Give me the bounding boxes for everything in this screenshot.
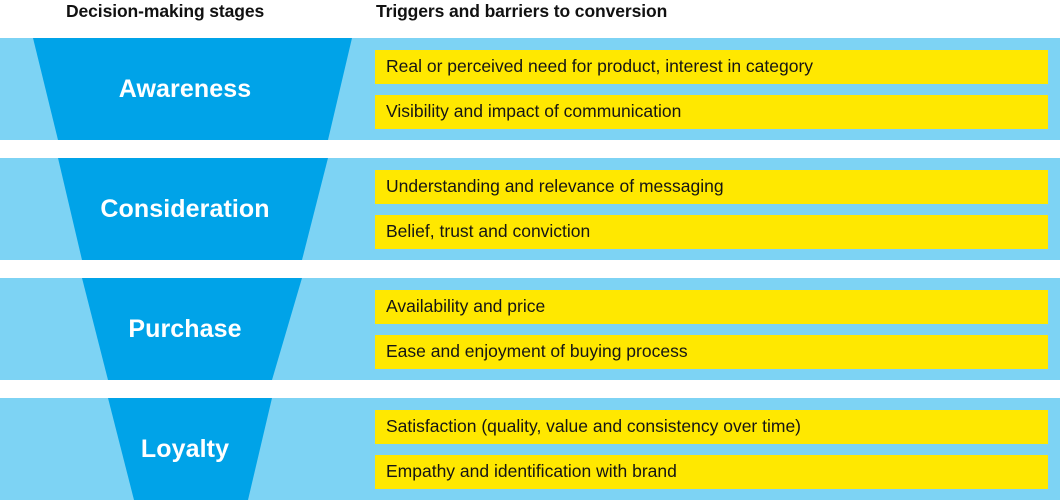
trigger-bar[interactable]: Understanding and relevance of messaging — [375, 170, 1048, 204]
column-headers: Decision-making stages Triggers and barr… — [0, 0, 1060, 30]
trigger-bar[interactable]: Belief, trust and conviction — [375, 215, 1048, 249]
stage-stack: Awareness Real or perceived need for pro… — [0, 30, 1060, 500]
stage-row-loyalty: Loyalty Satisfaction (quality, value and… — [0, 398, 1060, 500]
header-decision-making-stages: Decision-making stages — [66, 1, 265, 21]
stage-row-purchase: Purchase Availability and price Ease and… — [0, 278, 1060, 380]
stage-row-awareness: Awareness Real or perceived need for pro… — [0, 38, 1060, 140]
trigger-text: Availability and price — [386, 296, 546, 317]
trigger-bar[interactable]: Satisfaction (quality, value and consist… — [375, 410, 1048, 444]
trigger-text: Empathy and identification with brand — [386, 461, 677, 482]
trigger-bar[interactable]: Visibility and impact of communication — [375, 95, 1048, 129]
header-triggers-and-barriers: Triggers and barriers to conversion — [376, 1, 668, 21]
trigger-bar[interactable]: Empathy and identification with brand — [375, 455, 1048, 489]
trigger-text: Satisfaction (quality, value and consist… — [386, 416, 802, 437]
trigger-text: Visibility and impact of communication — [386, 101, 682, 122]
funnel-segment-purchase[interactable] — [0, 278, 370, 380]
stage-row-consideration: Consideration Understanding and relevanc… — [0, 158, 1060, 260]
trigger-bar[interactable]: Real or perceived need for product, inte… — [375, 50, 1048, 84]
trigger-text: Belief, trust and conviction — [386, 221, 591, 242]
trigger-list-consideration: Understanding and relevance of messaging… — [375, 158, 1048, 260]
trigger-text: Understanding and relevance of messaging — [386, 176, 724, 197]
trigger-text: Ease and enjoyment of buying process — [386, 341, 688, 362]
trigger-list-awareness: Real or perceived need for product, inte… — [375, 38, 1048, 140]
trigger-list-loyalty: Satisfaction (quality, value and consist… — [375, 398, 1048, 500]
funnel-segment-loyalty[interactable] — [0, 398, 370, 500]
trigger-list-purchase: Availability and price Ease and enjoymen… — [375, 278, 1048, 380]
trigger-bar[interactable]: Ease and enjoyment of buying process — [375, 335, 1048, 369]
funnel-segment-consideration[interactable] — [0, 158, 370, 260]
trigger-text: Real or perceived need for product, inte… — [386, 56, 814, 77]
funnel-segment-awareness[interactable] — [0, 38, 370, 140]
trigger-bar[interactable]: Availability and price — [375, 290, 1048, 324]
